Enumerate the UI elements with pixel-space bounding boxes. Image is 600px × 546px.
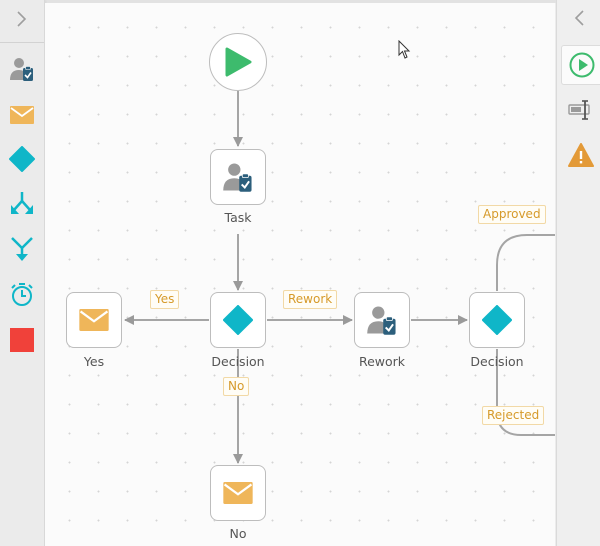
- palette-decision[interactable]: [7, 144, 37, 174]
- diamond-icon: [482, 305, 512, 335]
- yes-email-node-label: Yes: [83, 354, 105, 369]
- task-node[interactable]: [210, 149, 266, 205]
- edges-layer: [124, 91, 555, 464]
- split-arrows-icon: [11, 192, 33, 214]
- decision-2-node-label: Decision: [470, 354, 524, 369]
- palette-email[interactable]: [7, 100, 37, 130]
- edge-label-no[interactable]: No: [223, 377, 250, 396]
- decision-node-label: Decision: [211, 354, 265, 369]
- edge-label-yes[interactable]: Yes: [150, 290, 180, 309]
- right-panel-header: [557, 0, 600, 40]
- chevron-right-icon[interactable]: [16, 10, 28, 33]
- rework-node-label: Rework: [358, 354, 406, 369]
- palette-merge[interactable]: [7, 234, 37, 264]
- chevron-left-icon[interactable]: [573, 9, 585, 32]
- no-email-node-label: No: [229, 526, 247, 541]
- envelope-icon: [10, 106, 34, 124]
- no-email-node[interactable]: [210, 465, 266, 521]
- user-task-icon: [367, 306, 396, 335]
- stop-square-icon: [10, 328, 34, 352]
- merge-arrows-icon: [11, 237, 33, 261]
- warning-icon: [568, 143, 594, 167]
- right-tab-warnings[interactable]: [561, 136, 600, 174]
- yes-email-node[interactable]: [66, 292, 122, 348]
- left-panel-header: [0, 0, 44, 43]
- diamond-icon: [9, 146, 35, 172]
- edge-label-rework[interactable]: Rework: [283, 290, 338, 309]
- rework-node[interactable]: [354, 292, 410, 348]
- envelope-icon: [223, 482, 253, 504]
- decision-2-node[interactable]: [469, 292, 525, 348]
- stopwatch-icon: [11, 283, 33, 306]
- text-field-icon: [568, 100, 590, 120]
- play-icon: [225, 47, 252, 77]
- play-circle-icon: [569, 52, 595, 78]
- right-panel: [556, 0, 600, 546]
- task-node-label: Task: [224, 210, 252, 225]
- diamond-icon: [223, 305, 253, 335]
- edge-label-rejected[interactable]: Rejected: [482, 406, 545, 425]
- right-tab-run[interactable]: [561, 45, 600, 85]
- user-task-icon: [223, 163, 252, 192]
- palette-task[interactable]: [7, 54, 37, 84]
- user-task-icon: [10, 58, 33, 81]
- left-palette-panel: [0, 0, 45, 546]
- palette-split[interactable]: [7, 189, 37, 219]
- edge-approved[interactable]: [496, 234, 555, 291]
- top-border: [0, 0, 600, 3]
- start-node[interactable]: [209, 33, 267, 91]
- edge-label-approved[interactable]: Approved: [478, 205, 546, 224]
- mouse-cursor-icon: [398, 40, 411, 59]
- palette-timer[interactable]: [7, 279, 37, 309]
- right-tab-properties[interactable]: [561, 91, 600, 129]
- envelope-icon: [79, 309, 109, 331]
- decision-node[interactable]: [210, 292, 266, 348]
- workflow-canvas[interactable]: Task Decision Yes Rework Decision No: [45, 3, 555, 546]
- palette-end[interactable]: [7, 325, 37, 355]
